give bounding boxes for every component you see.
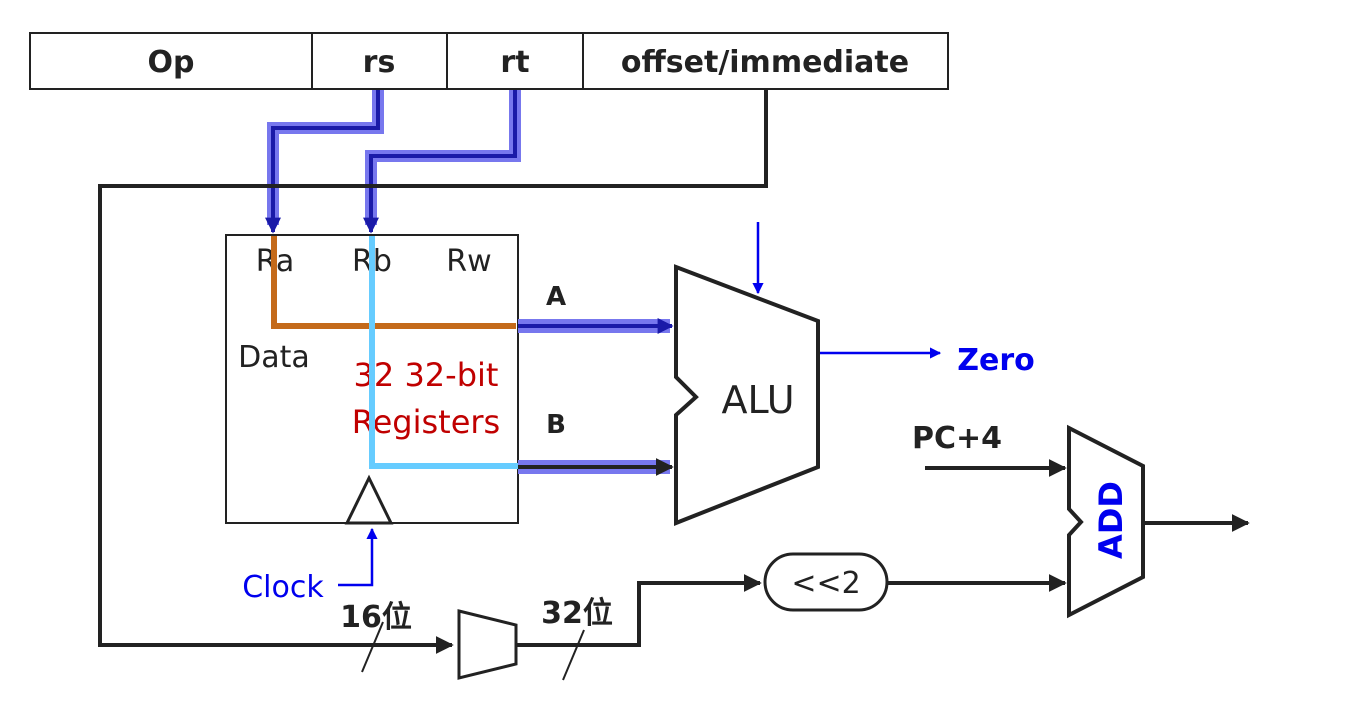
pc4-input: PC+4 (912, 421, 1067, 477)
register-title-line1: 32 32-bit (354, 356, 499, 394)
width-16-label: 16位 (340, 600, 412, 635)
bus-b: B (518, 410, 674, 476)
shift-left-2: <<2 (763, 552, 889, 612)
data-label: Data (238, 340, 310, 375)
field-rt: rt (500, 45, 529, 80)
rs-to-ra-wire (265, 90, 384, 234)
clock-label: Clock (242, 570, 324, 605)
zero-label: Zero (957, 343, 1035, 378)
read-path-b (369, 236, 520, 469)
alu-label: ALU (721, 378, 794, 422)
alu-input-a-label: A (546, 282, 566, 312)
read-path-a (271, 236, 516, 329)
adder: ADD (1067, 424, 1250, 619)
clock-triangle (344, 474, 394, 525)
pc4-label: PC+4 (912, 421, 1002, 456)
bus-width-slash-16 (361, 621, 384, 673)
field-op: Op (148, 45, 195, 80)
register-title-line2: Registers (352, 403, 500, 441)
width-32-label: 32位 (541, 596, 613, 631)
alu: ALU Zero (674, 222, 1035, 526)
clock-input: Clock (242, 527, 378, 605)
port-rw: Rw (446, 244, 491, 279)
alu-input-b-label: B (546, 410, 566, 440)
rt-to-rb-wire (363, 90, 521, 234)
extend-to-shift-wire (516, 574, 762, 647)
bus-width-slash-32 (562, 629, 585, 681)
field-offset-immediate: offset/immediate (621, 45, 909, 80)
shift-label: <<2 (791, 566, 860, 601)
adder-label: ADD (1092, 481, 1130, 559)
sign-extend: 16位 32位 (340, 596, 613, 681)
instruction-format: Op rs rt offset/immediate (29, 32, 949, 90)
field-rs: rs (363, 45, 396, 80)
immediate-wire (98, 90, 768, 654)
bus-a: A (518, 282, 674, 334)
